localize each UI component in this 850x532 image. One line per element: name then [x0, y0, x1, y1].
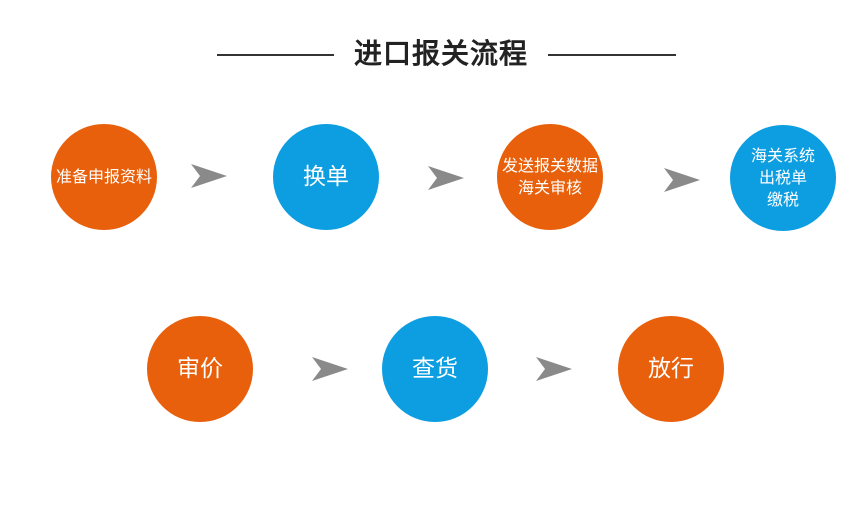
title-right-rule [548, 54, 676, 56]
step-customs-tax-payment: 海关系统 出税单 缴税 [730, 125, 836, 231]
step-label: 准备申报资料 [55, 167, 152, 186]
step-label-line1: 海关系统 [750, 146, 815, 165]
step-label: 查货 [412, 356, 458, 382]
step-price-review: 审价 [147, 316, 253, 422]
diagram-title: 进口报关流程 [353, 37, 528, 70]
step-label-line2: 出税单 [758, 168, 807, 187]
step-label-line1: 发送报关数据 [501, 156, 598, 175]
title-left-rule [217, 54, 334, 56]
arrow-right-icon [191, 164, 227, 188]
step-exchange-documents: 换单 [273, 124, 379, 230]
arrow-right-icon [536, 357, 572, 381]
step-label: 放行 [648, 356, 694, 382]
step-send-declaration-data: 发送报关数据 海关审核 [497, 124, 603, 230]
step-label: 换单 [303, 164, 349, 190]
arrow-right-icon [664, 168, 700, 192]
arrow-right-icon [428, 166, 464, 190]
step-label-line3: 缴税 [766, 190, 799, 209]
step-label: 审价 [177, 356, 223, 382]
step-inspection: 查货 [382, 316, 488, 422]
title-bar: 进口报关流程 [0, 34, 850, 74]
step-label-line2: 海关审核 [517, 178, 582, 197]
arrow-right-icon [312, 357, 348, 381]
step-release: 放行 [618, 316, 724, 422]
step-prepare-documents: 准备申报资料 [51, 124, 157, 230]
